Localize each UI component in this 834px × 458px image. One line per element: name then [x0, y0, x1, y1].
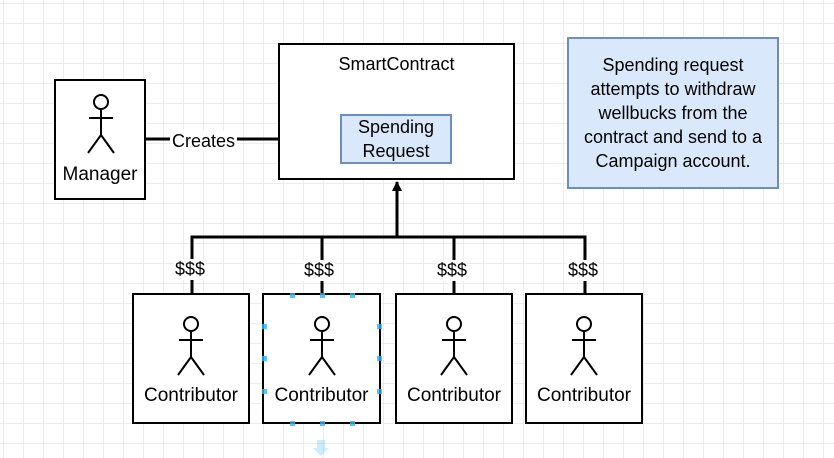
money-label: $$$ — [436, 260, 469, 281]
contributor-actor-box[interactable]: Contributor — [395, 293, 513, 424]
person-icon — [440, 316, 468, 376]
spending-request-label: Spending Request — [358, 115, 434, 163]
smart-contract-box[interactable]: SmartContract — [278, 43, 515, 180]
description-note-text: Spending request attempts to withdraw we… — [583, 55, 763, 171]
description-note[interactable]: Spending request attempts to withdraw we… — [567, 37, 779, 189]
selection-handle[interactable] — [290, 421, 295, 426]
money-label: $$$ — [174, 259, 207, 280]
spending-request-line-1: Spending — [357, 117, 435, 137]
selection-handle[interactable] — [320, 421, 325, 426]
creates-edge-label: Creates — [170, 131, 238, 152]
person-icon — [570, 316, 598, 376]
selection-hover-arrow — [313, 440, 329, 456]
spending-request-box[interactable]: Spending Request — [340, 114, 452, 164]
money-label: $$$ — [303, 260, 336, 281]
selection-handle[interactable] — [377, 356, 382, 361]
contributor-label: Contributor — [274, 385, 369, 406]
person-icon — [177, 316, 205, 376]
person-icon — [87, 94, 115, 154]
selection-handle[interactable] — [290, 293, 295, 298]
money-label: $$$ — [567, 260, 600, 281]
selection-handle[interactable] — [350, 293, 355, 298]
manager-label: Manager — [62, 164, 138, 185]
contributor-label: Contributor — [144, 385, 238, 406]
contributor-actor-box[interactable]: Contributor — [525, 293, 643, 424]
contributor-label: Contributor — [407, 385, 501, 406]
manager-actor-box[interactable]: Manager — [54, 79, 146, 200]
contributor-actor-box-selected[interactable]: Contributor — [262, 293, 381, 424]
contribution-bus-line[interactable] — [190, 235, 587, 293]
selection-handle[interactable] — [262, 356, 267, 361]
selection-handle[interactable] — [377, 324, 382, 329]
selection-handle[interactable] — [262, 389, 267, 394]
contributor-label: Contributor — [537, 385, 631, 406]
selection-handle[interactable] — [262, 324, 267, 329]
contributor-actor-box[interactable]: Contributor — [132, 293, 250, 424]
selection-handle[interactable] — [350, 421, 355, 426]
smart-contract-title: SmartContract — [338, 54, 455, 74]
selection-handle[interactable] — [377, 389, 382, 394]
spending-request-line-2: Request — [362, 141, 430, 161]
person-icon — [308, 316, 336, 376]
selection-handle[interactable] — [320, 293, 325, 298]
